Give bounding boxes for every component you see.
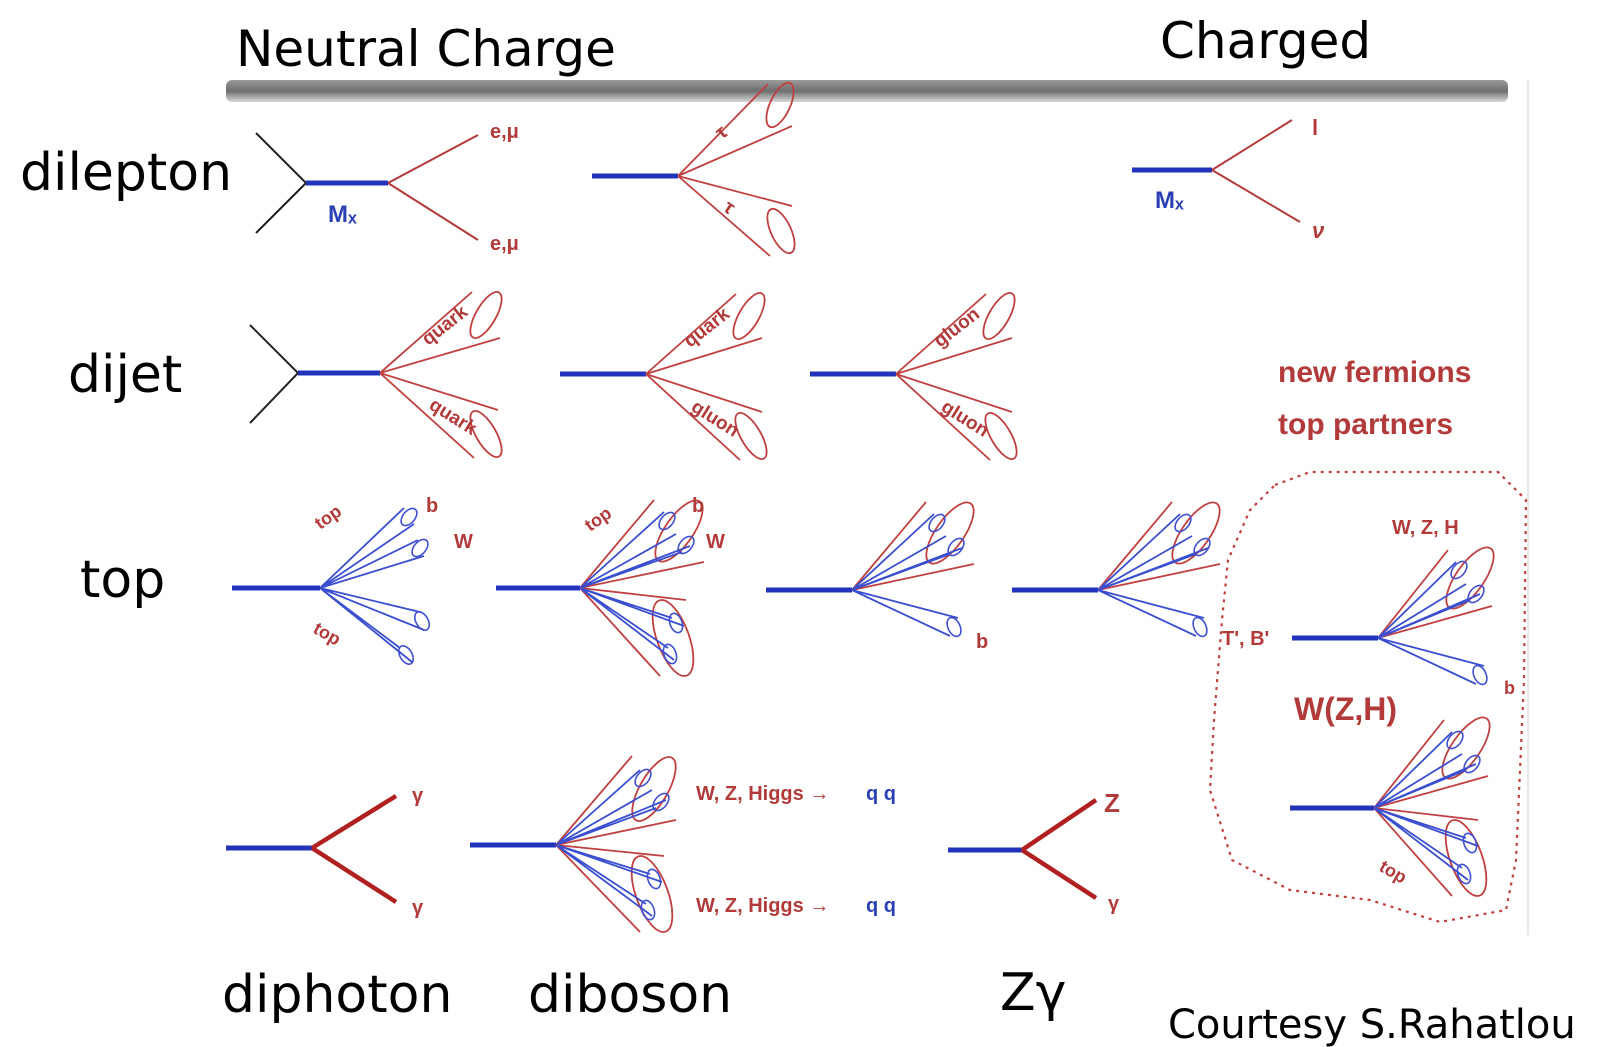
row-label-top: top <box>80 550 165 610</box>
header-charged: Charged <box>1160 12 1371 70</box>
diagram-dijet-gg: gluon gluon <box>810 292 1018 461</box>
diagram-w-zh: top <box>1290 716 1491 897</box>
label-b-2: b <box>692 495 704 517</box>
credit-text: Courtesy S.Rahatlou <box>1168 1002 1576 1047</box>
label-top-4: top <box>1376 856 1410 887</box>
diagram-diboson: W, Z, Higgs → q q W, Z, Higgs → q q <box>470 755 896 933</box>
diagram-top-boosted: top b W <box>496 495 725 677</box>
annotation-top-partners: top partners <box>1278 408 1453 441</box>
diagram-dilepton-ee: e,μ e,μ Mₓ <box>255 121 519 255</box>
column-label-diphoton: diphoton <box>222 965 452 1025</box>
label-nu: ν <box>1312 218 1325 243</box>
annotation-new-fermions: new fermions <box>1278 356 1471 389</box>
diagram-dijet-qg: quark gluon <box>560 292 768 461</box>
diagram-dilepton-tautau: τ τ <box>592 81 796 257</box>
diagram-zgamma: Z γ <box>948 788 1120 915</box>
column-label-diboson: diboson <box>528 965 732 1025</box>
label-e-mu-bottom: e,μ <box>490 233 519 255</box>
label-b-3: b <box>976 631 988 653</box>
new-fermions-region <box>1208 470 1528 924</box>
label-wzh: W, Z, H <box>1392 517 1459 539</box>
diagram-dilepton-lnu: l ν Mₓ <box>1132 115 1325 243</box>
label-quark-1: quark <box>418 301 472 350</box>
label-top-3: top <box>581 503 615 535</box>
diagram-diphoton: γ γ <box>226 785 424 919</box>
column-label-zgamma: Zγ <box>1000 963 1066 1023</box>
label-mx: Mₓ <box>328 201 357 228</box>
label-quark-3: quark <box>680 303 734 352</box>
row-label-dilepton: dilepton <box>20 143 232 203</box>
label-gluon-2: gluon <box>930 304 984 352</box>
label-top-1: top <box>311 501 345 533</box>
label-qq-2: q q <box>866 895 896 917</box>
header-bar <box>226 80 1508 102</box>
label-tau-bottom: τ <box>719 196 739 219</box>
header-neutral: Neutral Charge <box>236 20 616 78</box>
label-gamma-1: γ <box>412 785 424 807</box>
diagram-t-prime: T', B' W, Z, H b W(Z,H) <box>1222 517 1515 727</box>
label-l: l <box>1312 115 1318 140</box>
diagram-top-tb-2 <box>1012 501 1221 638</box>
label-wzh-2: W(Z,H) <box>1294 691 1397 727</box>
label-b-4: b <box>1504 678 1515 698</box>
label-t-b-prime: T', B' <box>1222 628 1269 650</box>
diagram-top-tb-1: b <box>766 501 988 653</box>
row-label-dijet: dijet <box>68 345 182 405</box>
label-w-1: W <box>454 531 473 553</box>
diagram-dijet-qq: quark quark <box>249 291 503 459</box>
label-top-2: top <box>310 618 344 649</box>
label-gamma-3: γ <box>1108 893 1120 915</box>
label-z: Z <box>1104 788 1120 818</box>
label-e-mu-top: e,μ <box>490 121 519 143</box>
label-wz-higgs-1: W, Z, Higgs → <box>696 783 829 805</box>
label-mx-charged: Mₓ <box>1155 187 1184 214</box>
label-b-1: b <box>426 495 438 517</box>
diagram-top-resolved: top top b W <box>232 495 473 665</box>
label-w-2: W <box>706 531 725 553</box>
label-gamma-2: γ <box>412 897 424 919</box>
label-wz-higgs-2: W, Z, Higgs → <box>696 895 829 917</box>
label-qq-1: q q <box>866 783 896 805</box>
